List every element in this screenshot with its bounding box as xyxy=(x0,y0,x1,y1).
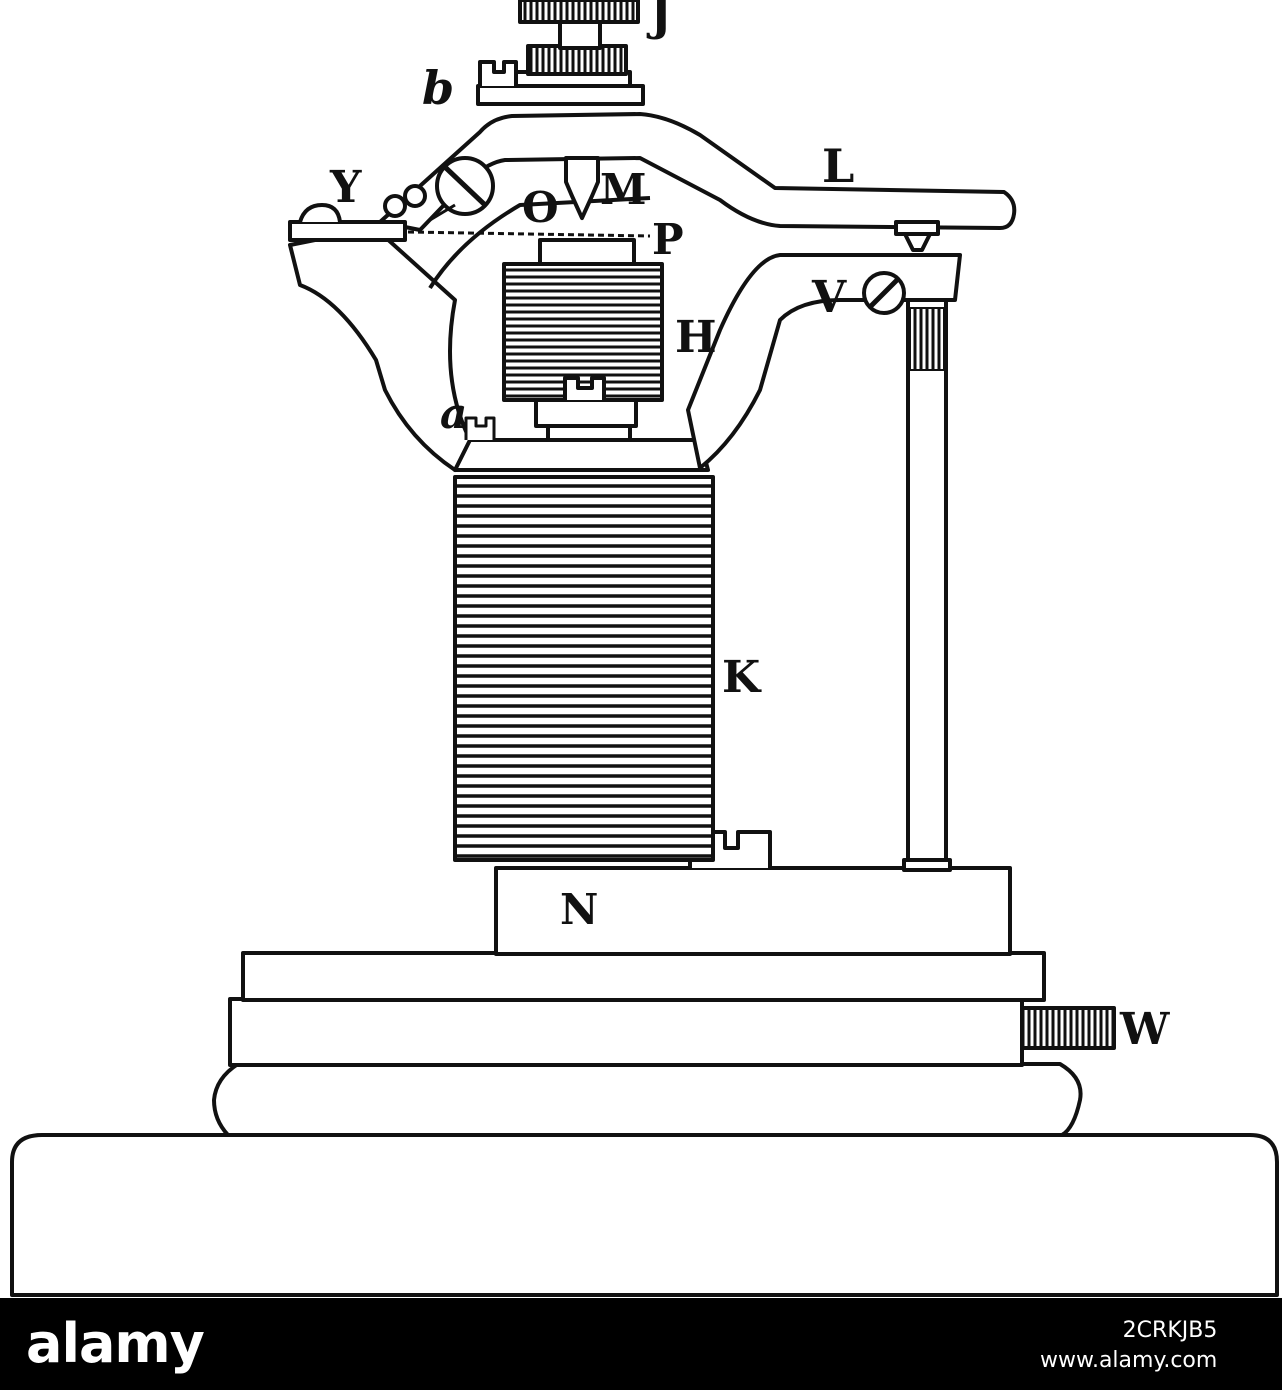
label-v: V xyxy=(811,272,847,323)
coil-k xyxy=(453,475,715,862)
screw-y-b xyxy=(403,184,427,208)
label-p: P xyxy=(652,215,684,264)
clamp-y xyxy=(298,203,342,223)
label-a: a xyxy=(440,389,467,438)
upper-plate xyxy=(241,951,1046,1002)
lever-inner xyxy=(428,196,651,290)
watermark-footer xyxy=(0,1298,1282,1390)
block-n xyxy=(494,866,1012,956)
post-thread xyxy=(909,307,945,371)
coil-h-screw xyxy=(563,376,606,400)
label-y: Y xyxy=(329,162,362,213)
frame-body xyxy=(288,226,472,472)
base-block xyxy=(10,1133,1279,1297)
screw-b xyxy=(478,60,518,86)
image-reference: 2CRKJB5 www.alamy.com xyxy=(1040,1316,1217,1376)
post xyxy=(906,298,948,868)
lever-l xyxy=(378,112,1017,232)
label-o: O xyxy=(522,183,559,232)
coil-h xyxy=(502,262,664,402)
base-moulding xyxy=(212,1062,1083,1137)
screw-y-a xyxy=(383,194,407,218)
image-id: 2CRKJB5 xyxy=(1122,1318,1218,1343)
post-collar xyxy=(902,858,952,872)
frame-arm xyxy=(686,253,962,470)
upper-base xyxy=(453,438,710,472)
site-url: www.alamy.com xyxy=(1040,1348,1218,1373)
label-l: L xyxy=(822,139,854,193)
label-m: M xyxy=(600,165,647,214)
knob-j-stem xyxy=(558,20,602,50)
screw-w xyxy=(1020,1006,1116,1050)
label-b: b xyxy=(422,61,454,115)
needle-m xyxy=(564,156,600,220)
top-plate xyxy=(476,84,645,106)
line-p xyxy=(407,230,651,238)
alamy-logo: alamy xyxy=(26,1312,205,1375)
coil-h-base xyxy=(534,398,638,428)
apparatus-diagram: J b L Y O M P V H a K N W xyxy=(10,0,1279,1297)
knob-j-upper xyxy=(518,0,640,24)
coil-h-foot xyxy=(546,424,632,442)
label-h: H xyxy=(675,312,717,363)
label-w: W xyxy=(1119,1004,1170,1055)
knob-j-lower xyxy=(526,44,628,76)
plate-y xyxy=(288,220,407,242)
label-n: N xyxy=(560,885,598,934)
label-j: J xyxy=(646,0,672,41)
lower-plate xyxy=(228,997,1024,1067)
label-k: K xyxy=(722,652,762,703)
screw-a xyxy=(464,416,496,440)
